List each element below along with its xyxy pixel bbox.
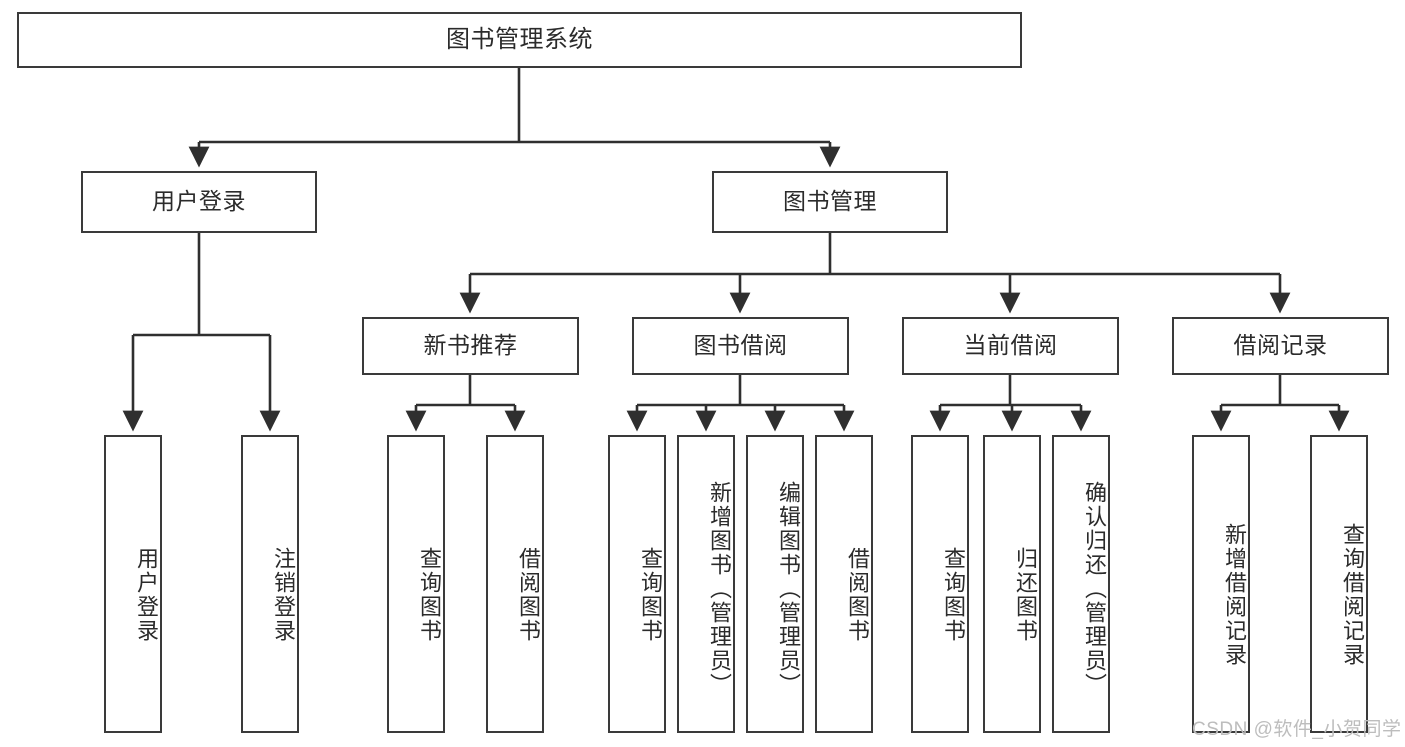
node-label: 归还图书 xyxy=(1013,547,1038,643)
node-borrow-record[interactable]: 借阅记录 xyxy=(1172,317,1389,375)
node-leaf-borrow-borrow-book[interactable]: 借阅图书 xyxy=(815,435,873,733)
node-book-borrow[interactable]: 图书借阅 xyxy=(632,317,849,375)
node-label: 新书推荐 xyxy=(423,332,518,359)
node-new-book-rec[interactable]: 新书推荐 xyxy=(362,317,579,375)
node-label: 当前借阅 xyxy=(963,332,1058,359)
node-leaf-rec-borrow-book[interactable]: 借阅图书 xyxy=(486,435,544,733)
node-leaf-rec-query-book[interactable]: 查询图书 xyxy=(387,435,445,733)
node-leaf-user-logout[interactable]: 注销登录 xyxy=(241,435,299,733)
node-leaf-borrow-edit-book[interactable]: 编辑图书（管理员） xyxy=(746,435,804,733)
node-current-borrow[interactable]: 当前借阅 xyxy=(902,317,1119,375)
node-label: 查询图书 xyxy=(638,547,663,643)
node-label: 确认归还（管理员） xyxy=(1082,481,1107,697)
node-label: 用户登录 xyxy=(134,547,159,643)
node-label: 注销登录 xyxy=(271,547,296,643)
node-leaf-cur-query-book[interactable]: 查询图书 xyxy=(911,435,969,733)
node-label: 借阅图书 xyxy=(845,547,870,643)
node-label: 查询图书 xyxy=(417,547,442,643)
node-label: 查询图书 xyxy=(941,547,966,643)
node-leaf-borrow-add-book[interactable]: 新增图书（管理员） xyxy=(677,435,735,733)
node-label: 图书借阅 xyxy=(693,332,788,359)
node-label: 查询借阅记录 xyxy=(1340,523,1365,667)
node-leaf-cur-return-book[interactable]: 归还图书 xyxy=(983,435,1041,733)
node-label: 新增图书（管理员） xyxy=(707,481,732,697)
node-root-system[interactable]: 图书管理系统 xyxy=(17,12,1022,68)
node-label: 借阅记录 xyxy=(1233,332,1328,359)
node-label: 图书管理 xyxy=(783,188,877,215)
node-label: 编辑图书（管理员） xyxy=(776,481,801,697)
node-leaf-borrow-query-book[interactable]: 查询图书 xyxy=(608,435,666,733)
node-user-login[interactable]: 用户登录 xyxy=(81,171,317,233)
node-label: 新增借阅记录 xyxy=(1222,523,1247,667)
node-leaf-user-login[interactable]: 用户登录 xyxy=(104,435,162,733)
node-leaf-rec-query-record[interactable]: 查询借阅记录 xyxy=(1310,435,1368,733)
node-leaf-cur-confirm-return[interactable]: 确认归还（管理员） xyxy=(1052,435,1110,733)
node-label: 用户登录 xyxy=(152,188,246,215)
node-label: 图书管理系统 xyxy=(446,25,593,53)
node-label: 借阅图书 xyxy=(516,547,541,643)
node-leaf-rec-add-record[interactable]: 新增借阅记录 xyxy=(1192,435,1250,733)
node-book-manage[interactable]: 图书管理 xyxy=(712,171,948,233)
csdn-watermark: CSDN @软件_小贺同学 xyxy=(1192,719,1402,740)
